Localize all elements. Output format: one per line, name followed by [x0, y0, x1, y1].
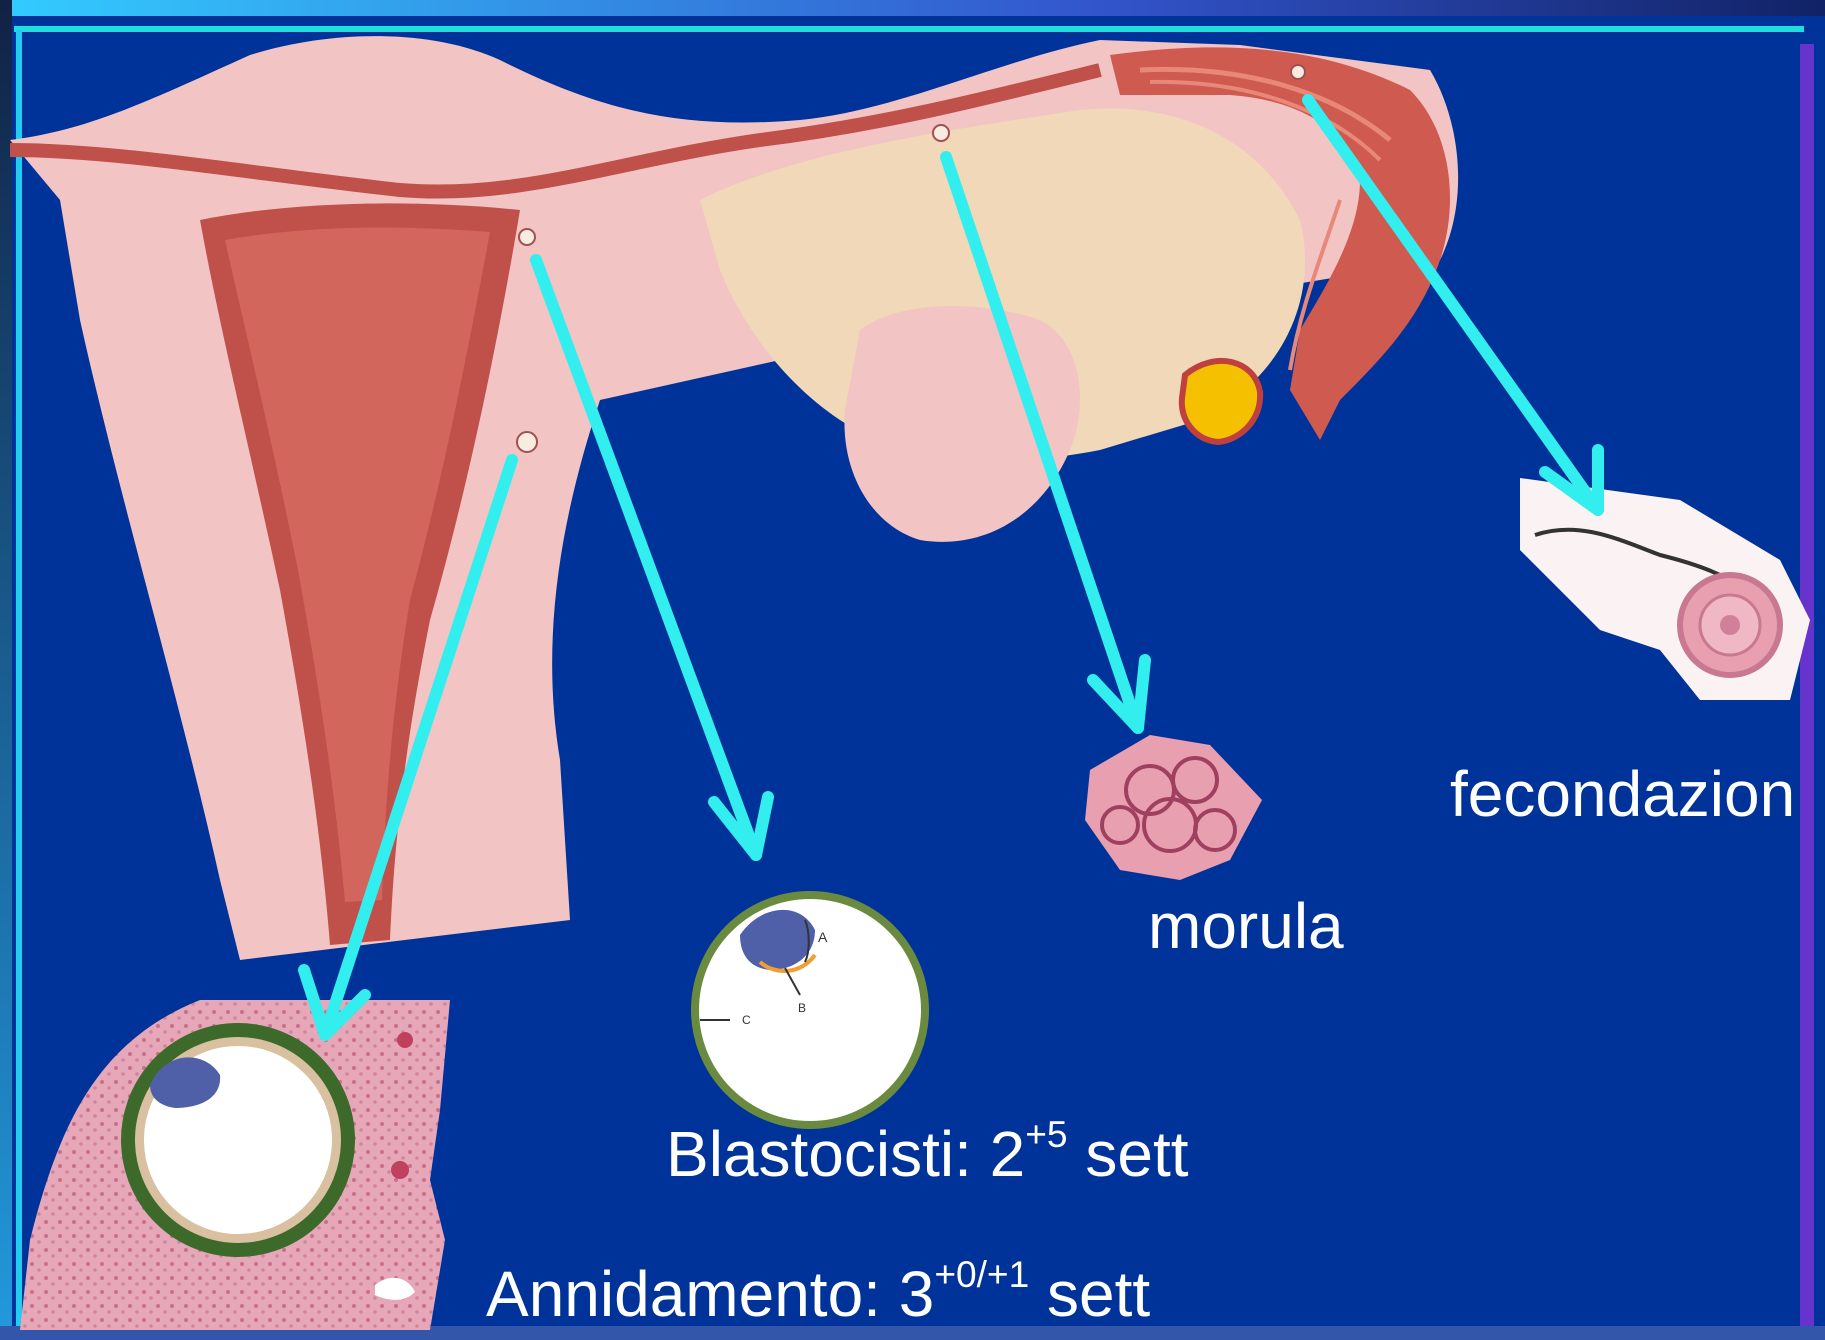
callout-C: C — [742, 1013, 751, 1027]
embryo-position-tube — [933, 125, 949, 141]
embryo-position-implant — [517, 432, 537, 452]
corpus-luteum — [1182, 361, 1260, 442]
label-fecondazione: fecondazion — [1450, 762, 1795, 826]
embryo-position-fertilization — [1291, 65, 1305, 79]
blastocyst-inset: A B C — [695, 895, 925, 1125]
embryo-position-uterus — [519, 229, 535, 245]
label-morula: morula — [1148, 894, 1344, 958]
callout-B: B — [798, 1001, 806, 1015]
implantation-inset — [20, 1000, 450, 1330]
morula-inset — [1085, 735, 1262, 880]
fertilization-inset — [1520, 478, 1810, 700]
label-blastocisti: Blastocisti: 2+5 sett — [666, 1122, 1189, 1186]
ovary-lobe — [844, 306, 1080, 542]
label-annidamento: Annidamento: 3+0/+1 sett — [486, 1262, 1150, 1326]
callout-A: A — [818, 929, 828, 945]
